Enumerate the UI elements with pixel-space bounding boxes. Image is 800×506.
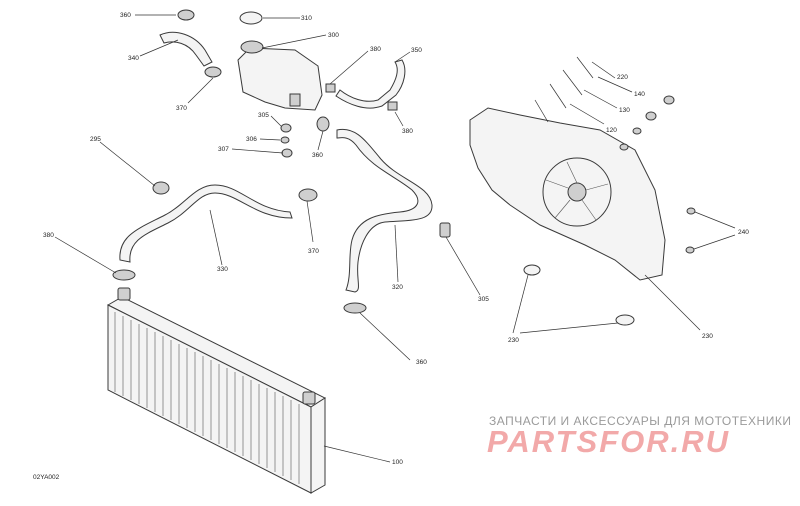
clamp-295 bbox=[152, 181, 170, 195]
callout-330: 330 bbox=[217, 266, 228, 273]
radiator-outlet-neck bbox=[302, 391, 316, 405]
callout-300: 300 bbox=[328, 32, 339, 39]
reservoir-outlet bbox=[289, 93, 301, 107]
reservoir-filler-neck bbox=[240, 40, 264, 54]
fan-shroud bbox=[469, 107, 666, 281]
callout-370: 370 bbox=[308, 248, 319, 255]
clamp-360-top bbox=[177, 9, 195, 21]
bolt-130 bbox=[549, 83, 567, 109]
callout-230: 230 bbox=[508, 337, 519, 344]
nut-240-a bbox=[686, 207, 696, 215]
grommet-305 bbox=[280, 123, 292, 133]
coolant-reservoir bbox=[237, 40, 323, 111]
fitting-380-b bbox=[387, 101, 398, 111]
callout-100: 100 bbox=[392, 459, 403, 466]
callout-220: 220 bbox=[617, 74, 628, 81]
overflow-hose-340 bbox=[159, 31, 213, 67]
nut-307 bbox=[281, 148, 293, 158]
fan-hub bbox=[567, 182, 587, 202]
callout-120: 120 bbox=[606, 127, 617, 134]
clamp-360-mid bbox=[316, 116, 330, 132]
nut-220 bbox=[663, 95, 675, 105]
callout-380: 380 bbox=[370, 46, 381, 53]
callout-360: 360 bbox=[120, 12, 131, 19]
clamp-370-mid bbox=[298, 188, 318, 202]
callout-310: 310 bbox=[301, 15, 312, 22]
bolt-140 bbox=[562, 69, 583, 96]
fitting-380-a bbox=[325, 83, 336, 93]
washer-130 bbox=[632, 127, 642, 135]
callout-340: 340 bbox=[128, 55, 139, 62]
bolt-end-120 bbox=[619, 143, 629, 151]
drawing-code: 02YA002 bbox=[33, 474, 60, 481]
callout-306: 306 bbox=[246, 136, 257, 143]
callout-130: 130 bbox=[619, 107, 630, 114]
washer-306 bbox=[280, 136, 290, 144]
watermark-tagline: ЗАПЧАСТИ И АКСЕССУАРЫ ДЛЯ МОТОТЕХНИКИ bbox=[489, 414, 792, 428]
nut-240-b bbox=[685, 246, 695, 254]
callout-380: 380 bbox=[43, 232, 54, 239]
callout-305: 305 bbox=[478, 296, 489, 303]
callout-320: 320 bbox=[392, 284, 403, 291]
bolt-120 bbox=[534, 99, 549, 123]
callout-307: 307 bbox=[218, 146, 229, 153]
callout-370: 370 bbox=[176, 105, 187, 112]
lower-radiator-hose bbox=[119, 184, 293, 263]
clamp-305-hose bbox=[439, 222, 451, 238]
clamp-370-top bbox=[204, 66, 222, 78]
radiator-inlet-neck bbox=[117, 287, 131, 301]
callout-360: 360 bbox=[312, 152, 323, 159]
reservoir-cap bbox=[239, 11, 263, 25]
bolt-220 bbox=[576, 56, 594, 79]
callout-305: 305 bbox=[258, 112, 269, 119]
overflow-hose-350 bbox=[335, 59, 406, 109]
callout-230: 230 bbox=[702, 333, 713, 340]
clamp-360-left bbox=[112, 269, 136, 281]
grommet-230-b bbox=[615, 314, 635, 326]
leader-lines bbox=[54, 14, 736, 463]
callout-350: 350 bbox=[411, 47, 422, 54]
clamp-360-bottom bbox=[343, 302, 367, 314]
callout-380: 380 bbox=[402, 128, 413, 135]
radiator bbox=[106, 287, 327, 494]
callout-labels: 360 310 300 340 370 380 350 380 305 306 … bbox=[43, 12, 749, 466]
callout-360: 360 bbox=[416, 359, 427, 366]
nut-140 bbox=[645, 111, 657, 121]
grommet-230-a bbox=[523, 264, 541, 276]
upper-radiator-hose bbox=[336, 128, 433, 293]
watermark-logo: PARTSFOR.RU bbox=[487, 424, 731, 459]
callout-240: 240 bbox=[738, 229, 749, 236]
callout-140: 140 bbox=[634, 91, 645, 98]
callout-295: 295 bbox=[90, 136, 101, 143]
